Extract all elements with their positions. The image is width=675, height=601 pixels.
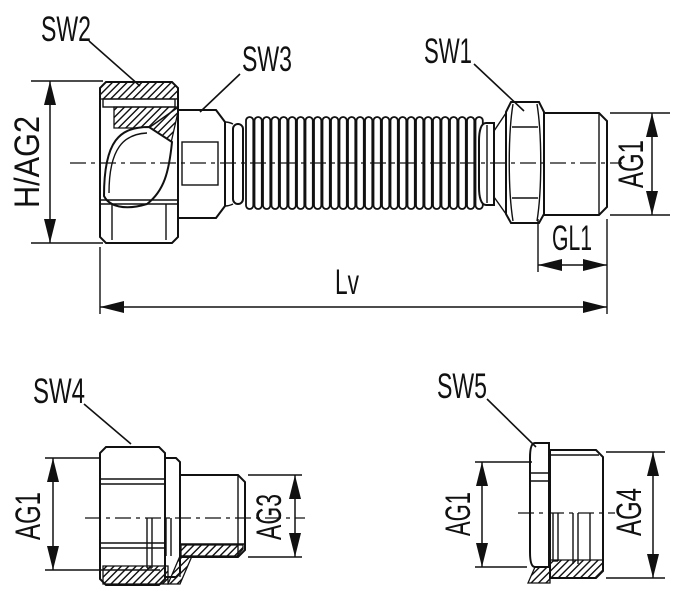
reducer-assembly: AG1 AG4 SW5 [437, 367, 665, 584]
adapter-step-hatch [167, 555, 193, 585]
adapter-assembly: AG1 AG3 SW4 [9, 372, 305, 586]
label-text-sw1: SW1 [424, 32, 472, 71]
leader-sw3 [199, 73, 241, 113]
hose-neck [224, 121, 244, 207]
dimension-ag1-main: AG1 [610, 112, 670, 216]
dimension-lv: Lv [99, 247, 607, 314]
reducer-bottom-hatch [549, 559, 604, 579]
label-sw5: SW5 [437, 367, 537, 448]
leader-sw2 [88, 40, 141, 87]
label-text-sw2: SW2 [41, 10, 91, 49]
dimension-ag4: AG4 [606, 451, 665, 579]
reducer-foot-hatch [527, 566, 551, 584]
first-corrugation [232, 123, 244, 205]
socket-dome [102, 125, 174, 209]
dimension-ag1-reducer: AG1 [439, 461, 532, 568]
male-thread-ag1 [543, 112, 608, 216]
leader-sw1 [473, 63, 525, 112]
dimension-h-ag2: H/AG2 [8, 80, 103, 244]
label-text-sw3: SW3 [242, 40, 292, 79]
dim-label-h-ag2: H/AG2 [8, 116, 47, 208]
dim-label-ag4: AG4 [610, 488, 649, 536]
fitting-sw3 [177, 109, 226, 219]
hose-collar [478, 112, 507, 215]
dim-label-ag1-reducer: AG1 [439, 492, 478, 536]
dim-label-gl1: GL1 [552, 219, 592, 258]
dimension-ag3: AG3 [248, 474, 302, 558]
dim-label-ag1-adapter: AG1 [9, 492, 48, 540]
adapter-bottom-hatch [102, 565, 169, 585]
corrugated-hose [245, 116, 484, 210]
dim-label-ag1-main: AG1 [612, 140, 651, 188]
dim-label-ag3: AG3 [250, 494, 289, 540]
label-sw4: SW4 [33, 372, 132, 445]
dimension-gl1: GL1 [537, 219, 608, 314]
label-text-sw4: SW4 [33, 372, 85, 411]
leader-sw4 [83, 403, 132, 445]
adapter-thread-hatch [180, 544, 244, 557]
adapter-male-thread [179, 474, 246, 558]
nut-section-hatch-top [99, 81, 179, 100]
dimension-ag1-adapter: AG1 [9, 457, 160, 571]
leader-sw5 [486, 398, 537, 448]
label-text-sw5: SW5 [437, 367, 487, 406]
label-sw2: SW2 [41, 10, 141, 87]
main-assembly: H/AG2 AG1 GL1 Lv SW2 SW3 [8, 10, 670, 314]
label-sw3: SW3 [199, 40, 292, 113]
dim-label-lv: Lv [335, 263, 359, 302]
reducer-collar-sw5 [529, 442, 550, 568]
label-sw1: SW1 [424, 32, 525, 112]
adapter-hex-sw4 [99, 446, 166, 586]
